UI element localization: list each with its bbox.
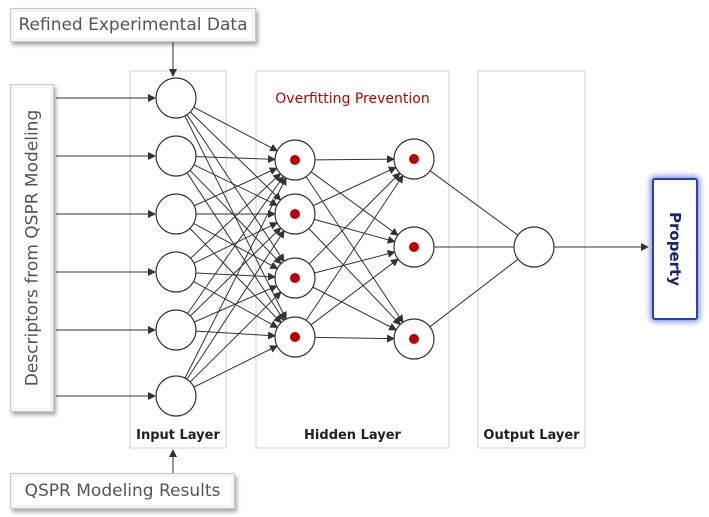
edge-l0-3-1 — [193, 222, 278, 264]
edge-l0-0-2 — [186, 114, 285, 263]
node-l0-5 — [155, 375, 197, 417]
node-l0-4 — [155, 309, 197, 351]
node-l0-0 — [155, 77, 197, 119]
node-l0-2 — [155, 193, 197, 235]
node-l0-1 — [155, 135, 197, 177]
edge-l1-1-2 — [308, 228, 401, 326]
dropout-dot-l1-3 — [290, 332, 300, 342]
output-layer-caption: Output Layer — [483, 428, 580, 443]
input-layer-panel — [129, 70, 227, 449]
node-l3-0 — [513, 226, 555, 268]
edge-l0-4-2 — [194, 285, 278, 323]
edge-l1-3-2 — [314, 334, 396, 343]
edge-l0-1-1 — [193, 164, 278, 206]
edge-l0-2-0 — [194, 167, 278, 207]
edge-l1-1-1 — [314, 218, 396, 244]
edge-l1-0-1 — [310, 171, 399, 236]
edge-l0-1-2 — [189, 169, 282, 265]
refined-experimental-data-label: Refined Experimental Data — [10, 8, 256, 42]
edge-l0-4-3 — [195, 330, 277, 340]
dropout-dot-l1-1 — [290, 209, 300, 219]
dropout-dot-l1-0 — [290, 155, 300, 165]
qspr-modeling-results-label: QSPR Modeling Results — [10, 473, 235, 509]
edge-l2-2-0 — [429, 258, 519, 328]
edge-l0-2-2 — [193, 223, 279, 270]
edge-l1-0-2 — [305, 176, 404, 324]
descriptors-label-text: Descriptors from QSPR Modeling — [22, 109, 43, 387]
edge-l0-0-0 — [193, 106, 279, 152]
edge-l1-3-0 — [305, 174, 404, 321]
edge-l2-0-0 — [429, 170, 519, 236]
edge-l0-5-0 — [184, 176, 287, 379]
edge-l1-1-0 — [312, 166, 397, 207]
connection-lines — [56, 42, 649, 473]
input-layer-caption: Input Layer — [136, 428, 220, 443]
edge-l0-5-1 — [186, 229, 285, 380]
dropout-dot-l2-0 — [409, 154, 419, 164]
property-output-box: Property — [652, 178, 698, 320]
output-layer-panel — [477, 70, 586, 449]
edge-l1-2-2 — [312, 286, 398, 331]
dropout-dot-l2-1 — [409, 242, 419, 252]
edge-l0-0-1 — [189, 111, 282, 201]
edge-l1-0-0 — [314, 155, 396, 164]
edge-l0-3-2 — [195, 272, 277, 281]
hidden-layer-caption: Hidden Layer — [304, 428, 401, 443]
edge-l0-3-0 — [190, 173, 282, 259]
descriptors-label: Descriptors from QSPR Modeling — [10, 84, 54, 412]
neuron-nodes — [155, 77, 555, 417]
dropout-dot-l2-2 — [409, 334, 419, 344]
node-l0-3 — [155, 251, 197, 293]
edge-l1-3-1 — [310, 258, 399, 326]
edge-l1-2-1 — [314, 249, 396, 274]
edge-l0-1-0 — [195, 155, 277, 164]
overfitting-prevention-label: Overfitting Prevention — [275, 91, 430, 107]
edge-l0-5-3 — [193, 345, 278, 388]
edge-l0-5-2 — [189, 291, 282, 383]
property-label: Property — [666, 212, 685, 286]
edge-l0-4-0 — [187, 175, 285, 314]
dropout-dot-l1-2 — [290, 273, 300, 283]
edge-l0-4-1 — [189, 227, 282, 317]
edge-l1-2-0 — [308, 172, 401, 265]
